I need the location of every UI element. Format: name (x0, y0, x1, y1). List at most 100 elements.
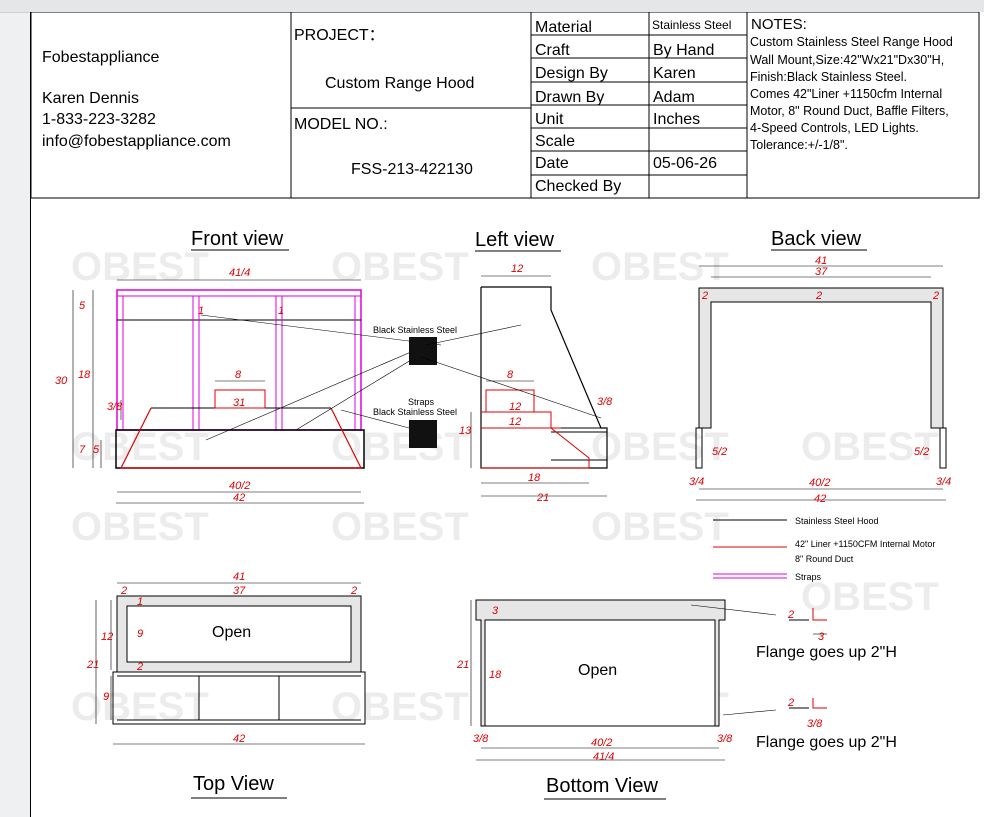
dim-label: 9 (137, 628, 143, 640)
dim-label: 41 (815, 255, 827, 267)
model-number: FSS-213-422130 (351, 161, 473, 178)
straps-swatch (409, 420, 437, 448)
legend-item: Straps (795, 572, 822, 582)
svg-text:OBEST: OBEST (71, 425, 209, 469)
spec-label: Scale (535, 133, 576, 150)
svg-text:OBEST: OBEST (71, 505, 209, 549)
front-view: 41/4 30 5 18 7 5 1 1 8 31 3/8 40/2 42 (55, 267, 442, 504)
svg-text:OBEST: OBEST (591, 425, 729, 469)
spec-value: 05-06-26 (653, 155, 718, 172)
notes-title: NOTES: (751, 16, 807, 33)
callout-black-stainless-2: Black Stainless Steel (373, 407, 457, 417)
svg-text:OBEST: OBEST (591, 505, 729, 549)
flange-label-2: Flange goes up 2"H (756, 734, 897, 751)
dim-label: 18 (489, 669, 502, 681)
legend-item: 42" Liner +1150CFM Internal Motor (795, 539, 935, 549)
dim-label: 40/2 (229, 480, 250, 492)
contact-phone: 1-833-223-3282 (42, 111, 156, 128)
dim-label: 2 (815, 290, 822, 302)
dim-label: 12 (509, 401, 521, 413)
dim-label: 1 (278, 305, 284, 317)
top-view-title: Top View (193, 773, 274, 795)
dim-label: 21 (86, 659, 99, 671)
front-view-title: Front view (191, 228, 284, 250)
left-view: 12 8 12 12 13 18 21 3/8 (420, 263, 613, 504)
top-open-label: Open (212, 624, 251, 641)
dim-label: 31 (233, 397, 245, 409)
svg-text:OBEST: OBEST (71, 245, 209, 289)
dim-label: 8 (507, 369, 514, 381)
spec-label: Drawn By (535, 89, 605, 106)
top-view: Open 41 37 2 2 2 1 9 12 21 9 42 (86, 571, 366, 745)
svg-text:OBEST: OBEST (591, 245, 729, 289)
dim-label: 2 (787, 697, 794, 709)
dim-label: 1 (198, 305, 204, 317)
dim-label: 2 (701, 290, 708, 302)
dim-label: 5 (93, 444, 100, 456)
black-stainless-swatch (409, 337, 437, 365)
dim-label: 5/2 (914, 446, 929, 458)
dim-label: 37 (233, 585, 246, 597)
dim-label: 3/8 (717, 733, 733, 745)
dim-label: 18 (528, 472, 541, 484)
dim-label: 12 (101, 631, 113, 643)
flange-details: 2 3 Flange goes up 2"H 2 3/8 Flange goes… (756, 608, 897, 751)
spec-label: Craft (535, 42, 570, 59)
spec-label: Design By (535, 65, 608, 82)
notes-line: Motor, 8" Round Duct, Baffle Filters, (750, 104, 949, 118)
dim-label: 5 (79, 300, 86, 312)
notes-line: Custom Stainless Steel Range Hood (750, 35, 953, 49)
bottom-view-title: Bottom View (546, 775, 658, 797)
spec-value: Stainless Steel (652, 18, 732, 32)
svg-text:OBEST: OBEST (801, 575, 939, 619)
notes-line: Comes 42"Liner +1150cfm Internal (750, 87, 943, 101)
spec-value: Karen (653, 65, 696, 82)
dim-label: 40/2 (809, 477, 830, 489)
project-label: PROJECT： (294, 27, 385, 44)
callout-black-stainless: Black Stainless Steel (373, 325, 457, 335)
dim-label: 42 (233, 492, 245, 504)
svg-text:OBEST: OBEST (331, 685, 469, 729)
legend-item: Stainless Steel Hood (795, 516, 879, 526)
dim-label: 3 (818, 631, 825, 643)
flange-label-1: Flange goes up 2"H (756, 644, 897, 661)
notes-line: Wall Mount,Size:42"Wx21"Dx30"H, (750, 53, 945, 67)
contact-name: Karen Dennis (42, 90, 139, 107)
dim-label: 18 (78, 369, 91, 381)
dim-label: 40/2 (591, 737, 612, 749)
dim-label: 9 (103, 691, 109, 703)
dim-label: 1 (137, 596, 143, 608)
dim-label: 2 (350, 585, 357, 597)
bottom-view: Open 3 21 18 3/8 3/8 40/2 41/4 (456, 599, 777, 763)
back-view-title: Back view (771, 228, 862, 250)
svg-text:OBEST: OBEST (331, 505, 469, 549)
spec-label: Material (535, 19, 592, 36)
legend-item: 8" Round Duct (795, 554, 854, 564)
spec-label: Checked By (535, 178, 622, 195)
svg-text:OBEST: OBEST (331, 425, 469, 469)
svg-text:OBEST: OBEST (331, 245, 469, 289)
project-name: Custom Range Hood (325, 75, 475, 92)
contact-email: info@fobestappliance.com (42, 133, 231, 150)
back-view: 41 37 2 2 2 5/2 5/2 3/4 3/4 40/2 42 (689, 255, 951, 505)
dim-label: 2 (136, 661, 143, 673)
dim-label: 3/4 (936, 476, 951, 488)
dim-label: 2 (787, 609, 794, 621)
dim-label: 7 (79, 444, 86, 456)
dim-label: 3 (492, 605, 499, 617)
dim-label: 2 (120, 585, 127, 597)
callout-straps: Straps (408, 397, 435, 407)
bottom-open-label: Open (578, 662, 617, 679)
spec-label: Unit (535, 111, 564, 128)
model-label: MODEL NO.: (294, 116, 388, 133)
title-block-grid (31, 12, 980, 199)
notes-line: Finish:Black Stainless Steel. (750, 70, 908, 84)
dim-label: 41 (233, 571, 245, 583)
dim-label: 3/8 (807, 718, 823, 730)
svg-text:OBEST: OBEST (801, 425, 939, 469)
dim-label: 13 (459, 425, 472, 437)
spec-value: Inches (653, 111, 701, 128)
dim-label: 30 (55, 375, 68, 387)
spec-value: Adam (653, 89, 695, 106)
dim-label: 3/8 (107, 401, 123, 413)
